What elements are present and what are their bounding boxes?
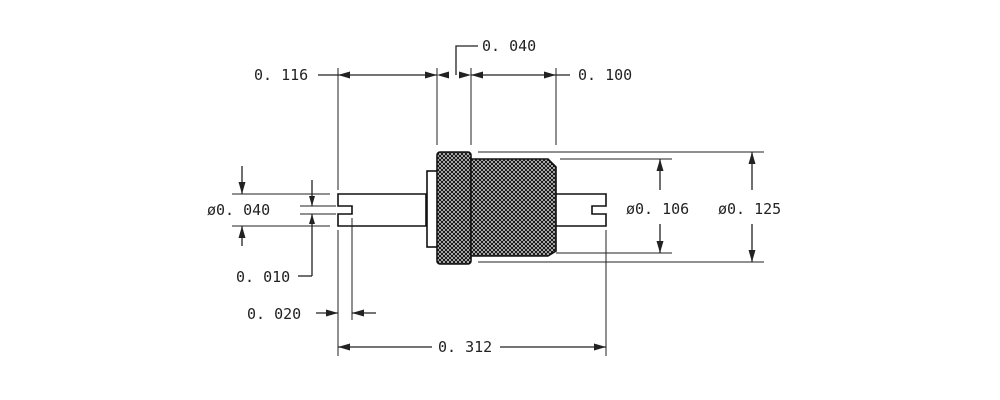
dia-0125-label: ø0. 125 [718, 200, 781, 218]
dim-0040-label: 0. 040 [482, 37, 536, 55]
dia-0106-label: ø0. 106 [626, 200, 689, 218]
terminal-part [337, 151, 607, 265]
dim-0100-label: 0. 100 [578, 66, 632, 84]
dim-0020-label: 0. 020 [247, 305, 301, 323]
dim-0116-label: 0. 116 [254, 66, 308, 84]
bottom-dimension: 0. 312 [337, 230, 607, 356]
left-dimensions: ø0. 040 0. 010 0. 020 [207, 166, 376, 323]
dim-0010-label: 0. 010 [236, 268, 290, 286]
top-dimensions: 0. 116 0. 040 0. 100 [254, 37, 632, 190]
right-dimensions: ø0. 106 ø0. 125 [478, 151, 781, 263]
left-pin [337, 193, 427, 227]
dia-0040-label: ø0. 040 [207, 201, 270, 219]
right-pin [554, 193, 607, 227]
knurled-head [436, 151, 472, 265]
knurled-body [470, 158, 557, 257]
dim-0312-label: 0. 312 [438, 338, 492, 356]
